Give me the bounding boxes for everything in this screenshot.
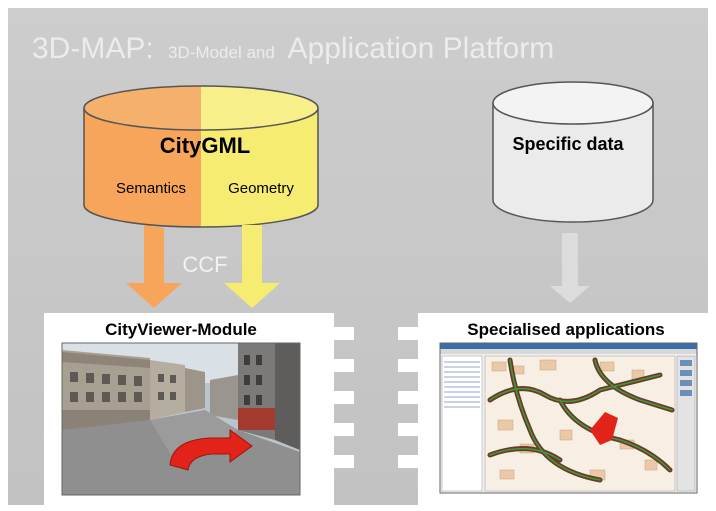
- semantics-arrow: [126, 225, 182, 308]
- cylinder-body-left-bottom: [84, 205, 201, 227]
- title-lead: 3D-MAP:: [32, 32, 154, 65]
- citygml-database-icon: [83, 85, 319, 228]
- cylinder-body-left: [84, 108, 201, 222]
- highlighted-route: [590, 412, 618, 445]
- gis-map-application-icon: [440, 343, 697, 493]
- cylinder-body-right-bottom: [201, 205, 318, 227]
- specific-data-arrow: [550, 233, 590, 303]
- cylinder-top-left: [84, 86, 201, 130]
- title-tail: Application Platform: [288, 32, 555, 65]
- ccf-label: CCF: [182, 252, 227, 277]
- geometry-label: Geometry: [228, 180, 294, 197]
- citygml-label: CityGML: [160, 133, 250, 158]
- specialised-applications-title: Specialised applications: [467, 320, 664, 339]
- semantics-label: Semantics: [116, 180, 186, 197]
- title-small: 3D-Model and: [168, 43, 275, 62]
- specific-data-label: Specific data: [512, 134, 624, 154]
- cylinder-top-right: [201, 86, 318, 130]
- geometry-arrow: [224, 225, 280, 308]
- 3d-city-street-scene-icon: [62, 343, 300, 495]
- turn-arrow-icon: [169, 429, 253, 471]
- specific-data-database-icon: [492, 81, 654, 223]
- cylinder-body-right: [201, 108, 318, 205]
- diagram-title: 3D-MAP: 3D-Model and Application Platfor…: [32, 32, 554, 65]
- cityviewer-title: CityViewer-Module: [105, 320, 257, 339]
